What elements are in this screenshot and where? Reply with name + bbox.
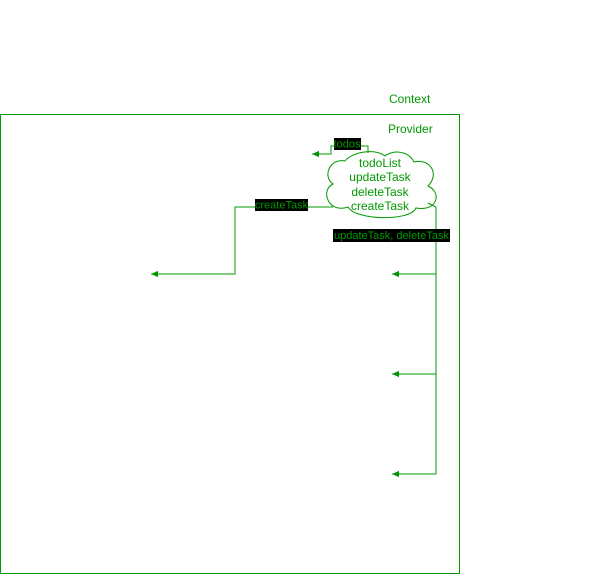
todos-tag-bg [334, 138, 361, 150]
update-delete-trunk [427, 202, 437, 474]
provider-label: Provider [388, 122, 433, 136]
context-label: Context [389, 92, 431, 106]
cloud-line-updatetask: updateTask [349, 170, 411, 184]
todos-tag: todos [334, 139, 361, 151]
cloud-line-todolist: todoList [359, 156, 402, 170]
create-task-tag: createTask [255, 200, 309, 212]
create-task-edge [151, 206, 333, 278]
create-task-tag-bg [255, 199, 308, 211]
update-delete-tag: updateTask, deleteTask [334, 230, 449, 242]
update-delete-tag-bg [333, 229, 450, 242]
cloud-line-createtask: createTask [351, 199, 410, 213]
cloud-line-deletetask: deleteTask [351, 185, 409, 199]
context-value-cloud [326, 151, 437, 219]
todos-edge [312, 145, 369, 158]
provider-frame [0, 114, 460, 574]
